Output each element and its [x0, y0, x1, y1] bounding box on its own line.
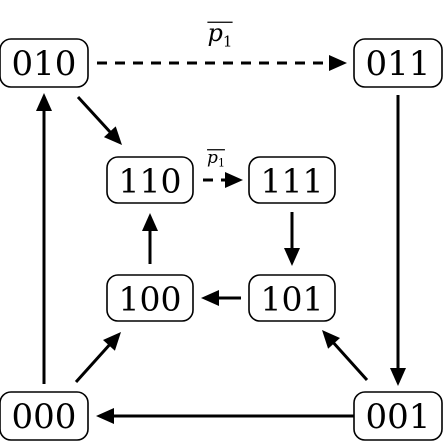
state-node-label: 101 — [261, 280, 324, 319]
edge-label-subscript: 1 — [218, 157, 225, 170]
state-node-label: 011 — [366, 44, 431, 84]
edge-110-to-111 — [203, 172, 243, 188]
edge-000-to-010 — [36, 93, 52, 384]
edge-111-to-101 — [284, 212, 300, 266]
state-node-box — [106, 274, 194, 322]
edge-001-to-101 — [322, 330, 369, 382]
state-node-100: 100 — [106, 274, 194, 322]
arrowhead — [390, 368, 406, 386]
state-node-000: 000 — [0, 391, 89, 441]
arrowhead — [36, 93, 52, 111]
edge-001-to-000 — [96, 408, 358, 424]
state-node-label: 110 — [119, 162, 182, 201]
state-node-110: 110 — [106, 156, 194, 204]
edge-100-to-110 — [142, 213, 158, 264]
state-node-010: 010 — [0, 38, 89, 88]
arrowhead — [201, 290, 219, 306]
edge-line — [332, 341, 369, 382]
edge-label-subscript: 1 — [223, 32, 233, 50]
state-node-box — [353, 38, 443, 88]
edge-label-base: p — [208, 19, 223, 47]
edge-011-to-001 — [390, 95, 406, 386]
edge-label-110-to-111: p1 — [207, 148, 225, 170]
state-node-box — [0, 38, 89, 88]
edge-line — [74, 343, 111, 384]
state-node-101: 101 — [248, 274, 336, 322]
edge-101-to-100 — [201, 290, 241, 306]
arrowhead — [225, 172, 243, 188]
state-node-box — [248, 156, 336, 204]
state-node-011: 011 — [353, 38, 443, 88]
nodes-layer: 010 011 110 111 100 101 000 001 — [0, 38, 443, 441]
edge-label-010-to-011: p1 — [208, 19, 233, 50]
state-node-box — [0, 391, 89, 441]
state-node-box — [353, 391, 443, 441]
state-node-label: 010 — [12, 44, 77, 84]
arrowhead — [329, 55, 347, 71]
edge-line — [76, 95, 112, 134]
state-node-box — [248, 274, 336, 322]
edge-label-base: p — [207, 148, 218, 168]
state-node-label: 111 — [261, 162, 324, 201]
arrowhead — [103, 332, 121, 351]
state-node-label: 100 — [119, 280, 182, 319]
arrowhead — [103, 126, 122, 145]
state-node-001: 001 — [353, 391, 443, 441]
state-node-111: 111 — [248, 156, 336, 204]
state-node-label: 000 — [12, 397, 77, 437]
state-node-box — [106, 156, 194, 204]
edges-layer — [36, 55, 406, 424]
edge-000-to-100 — [74, 332, 121, 384]
arrowhead — [322, 330, 340, 349]
arrowhead — [142, 213, 158, 231]
edge-010-to-011 — [97, 55, 347, 71]
arrowhead — [96, 408, 114, 424]
arrowhead — [284, 248, 300, 266]
state-node-label: 001 — [366, 397, 431, 437]
edge-010-to-110 — [76, 95, 122, 145]
